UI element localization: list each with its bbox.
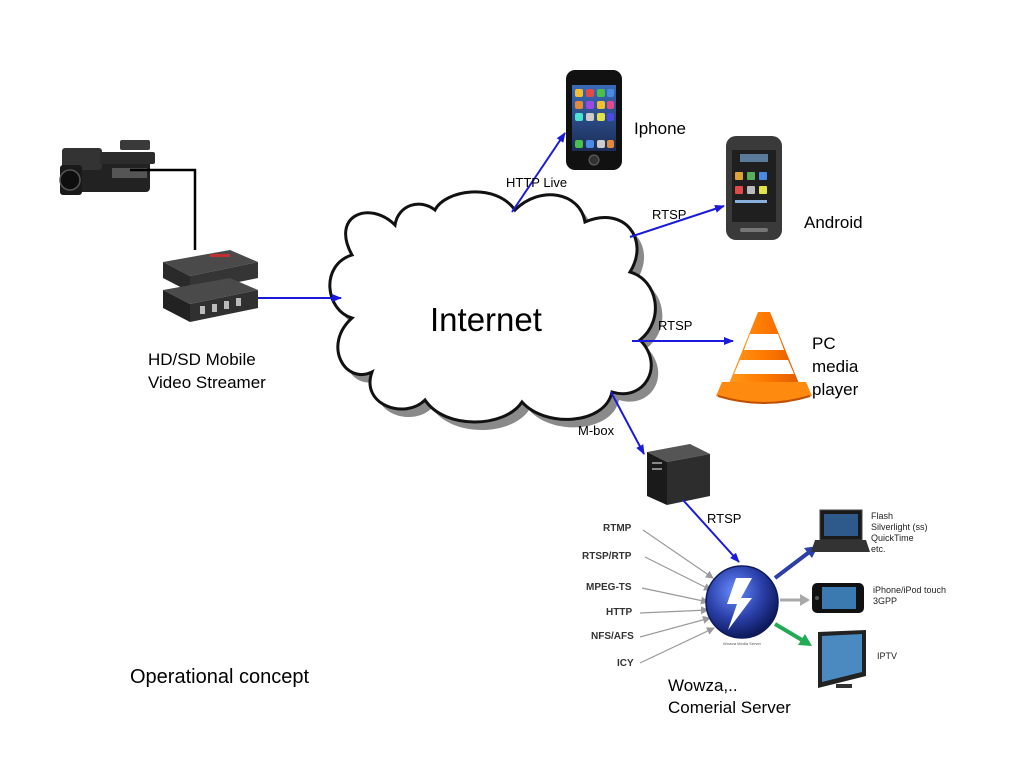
tv-icon xyxy=(818,630,866,688)
link-label-mbox: M-box xyxy=(578,423,615,438)
server-output-flash-3: QuickTime xyxy=(871,533,914,543)
server-input-nfs-afs: NFS/AFS xyxy=(591,631,634,642)
server-output-iptv: IPTV xyxy=(877,651,898,661)
pc-label-line-2: media xyxy=(812,357,859,376)
server-output-flash-2: Silverlight (ss) xyxy=(871,522,928,532)
server-output-flash-4: etc. xyxy=(871,544,886,554)
svg-text:Wowza Media Server: Wowza Media Server xyxy=(723,641,762,646)
android-label: Android xyxy=(804,213,863,232)
output-arrow-flash xyxy=(773,548,814,580)
camera-cable xyxy=(130,168,197,250)
link-label-http-live: HTTP Live xyxy=(506,175,568,190)
server-input-rtsp-rtp: RTSP/RTP xyxy=(582,551,632,562)
server-input-mpeg-ts: MPEG-TS xyxy=(586,582,632,593)
pc-label-line-3: player xyxy=(812,380,859,399)
pc-label-line-1: PC xyxy=(812,334,836,353)
streamer-label-line-1: HD/SD Mobile xyxy=(148,350,256,369)
server-input-http: HTTP xyxy=(606,607,633,618)
server-tower-icon xyxy=(647,444,710,505)
server-label-line-2: Comerial Server xyxy=(668,698,791,717)
server-input-icy: ICY xyxy=(617,658,634,669)
laptop-icon xyxy=(811,509,870,552)
video-camera-icon xyxy=(59,140,155,195)
arrow-internet-to-mbox xyxy=(610,391,645,455)
link-label-rtsp-android: RTSP xyxy=(652,207,687,222)
streamer-label-line-2: Video Streamer xyxy=(148,373,266,392)
arrow-internet-to-android xyxy=(629,205,725,238)
arrow-internet-to-iphone xyxy=(511,132,566,213)
server-label-line-1: Wowza,.. xyxy=(668,676,738,695)
arrow-mbox-to-server xyxy=(682,499,740,563)
vlc-cone-icon xyxy=(716,312,812,404)
link-label-rtsp-pc: RTSP xyxy=(658,318,693,333)
internet-cloud xyxy=(328,190,663,430)
link-label-rtsp-server: RTSP xyxy=(707,511,742,526)
output-arrow-iptv xyxy=(773,622,804,642)
wowza-server-icon: Wowza Media Server xyxy=(705,565,779,646)
diagram-caption: Operational concept xyxy=(130,666,310,688)
ipod-icon xyxy=(812,583,864,613)
iphone-label: Iphone xyxy=(634,119,686,138)
android-phone-icon xyxy=(726,136,782,240)
server-output-flash-1: Flash xyxy=(871,511,894,521)
server-input-rtmp: RTMP xyxy=(603,523,632,534)
iphone-icon xyxy=(566,70,622,170)
server-output-iphone-1: iPhone/iPod touch xyxy=(873,585,947,595)
video-streamer-icon xyxy=(163,250,258,322)
internet-label: Internet xyxy=(430,301,542,338)
server-output-iphone-2: 3GPP xyxy=(873,596,898,606)
server-input-arrows xyxy=(639,529,715,664)
